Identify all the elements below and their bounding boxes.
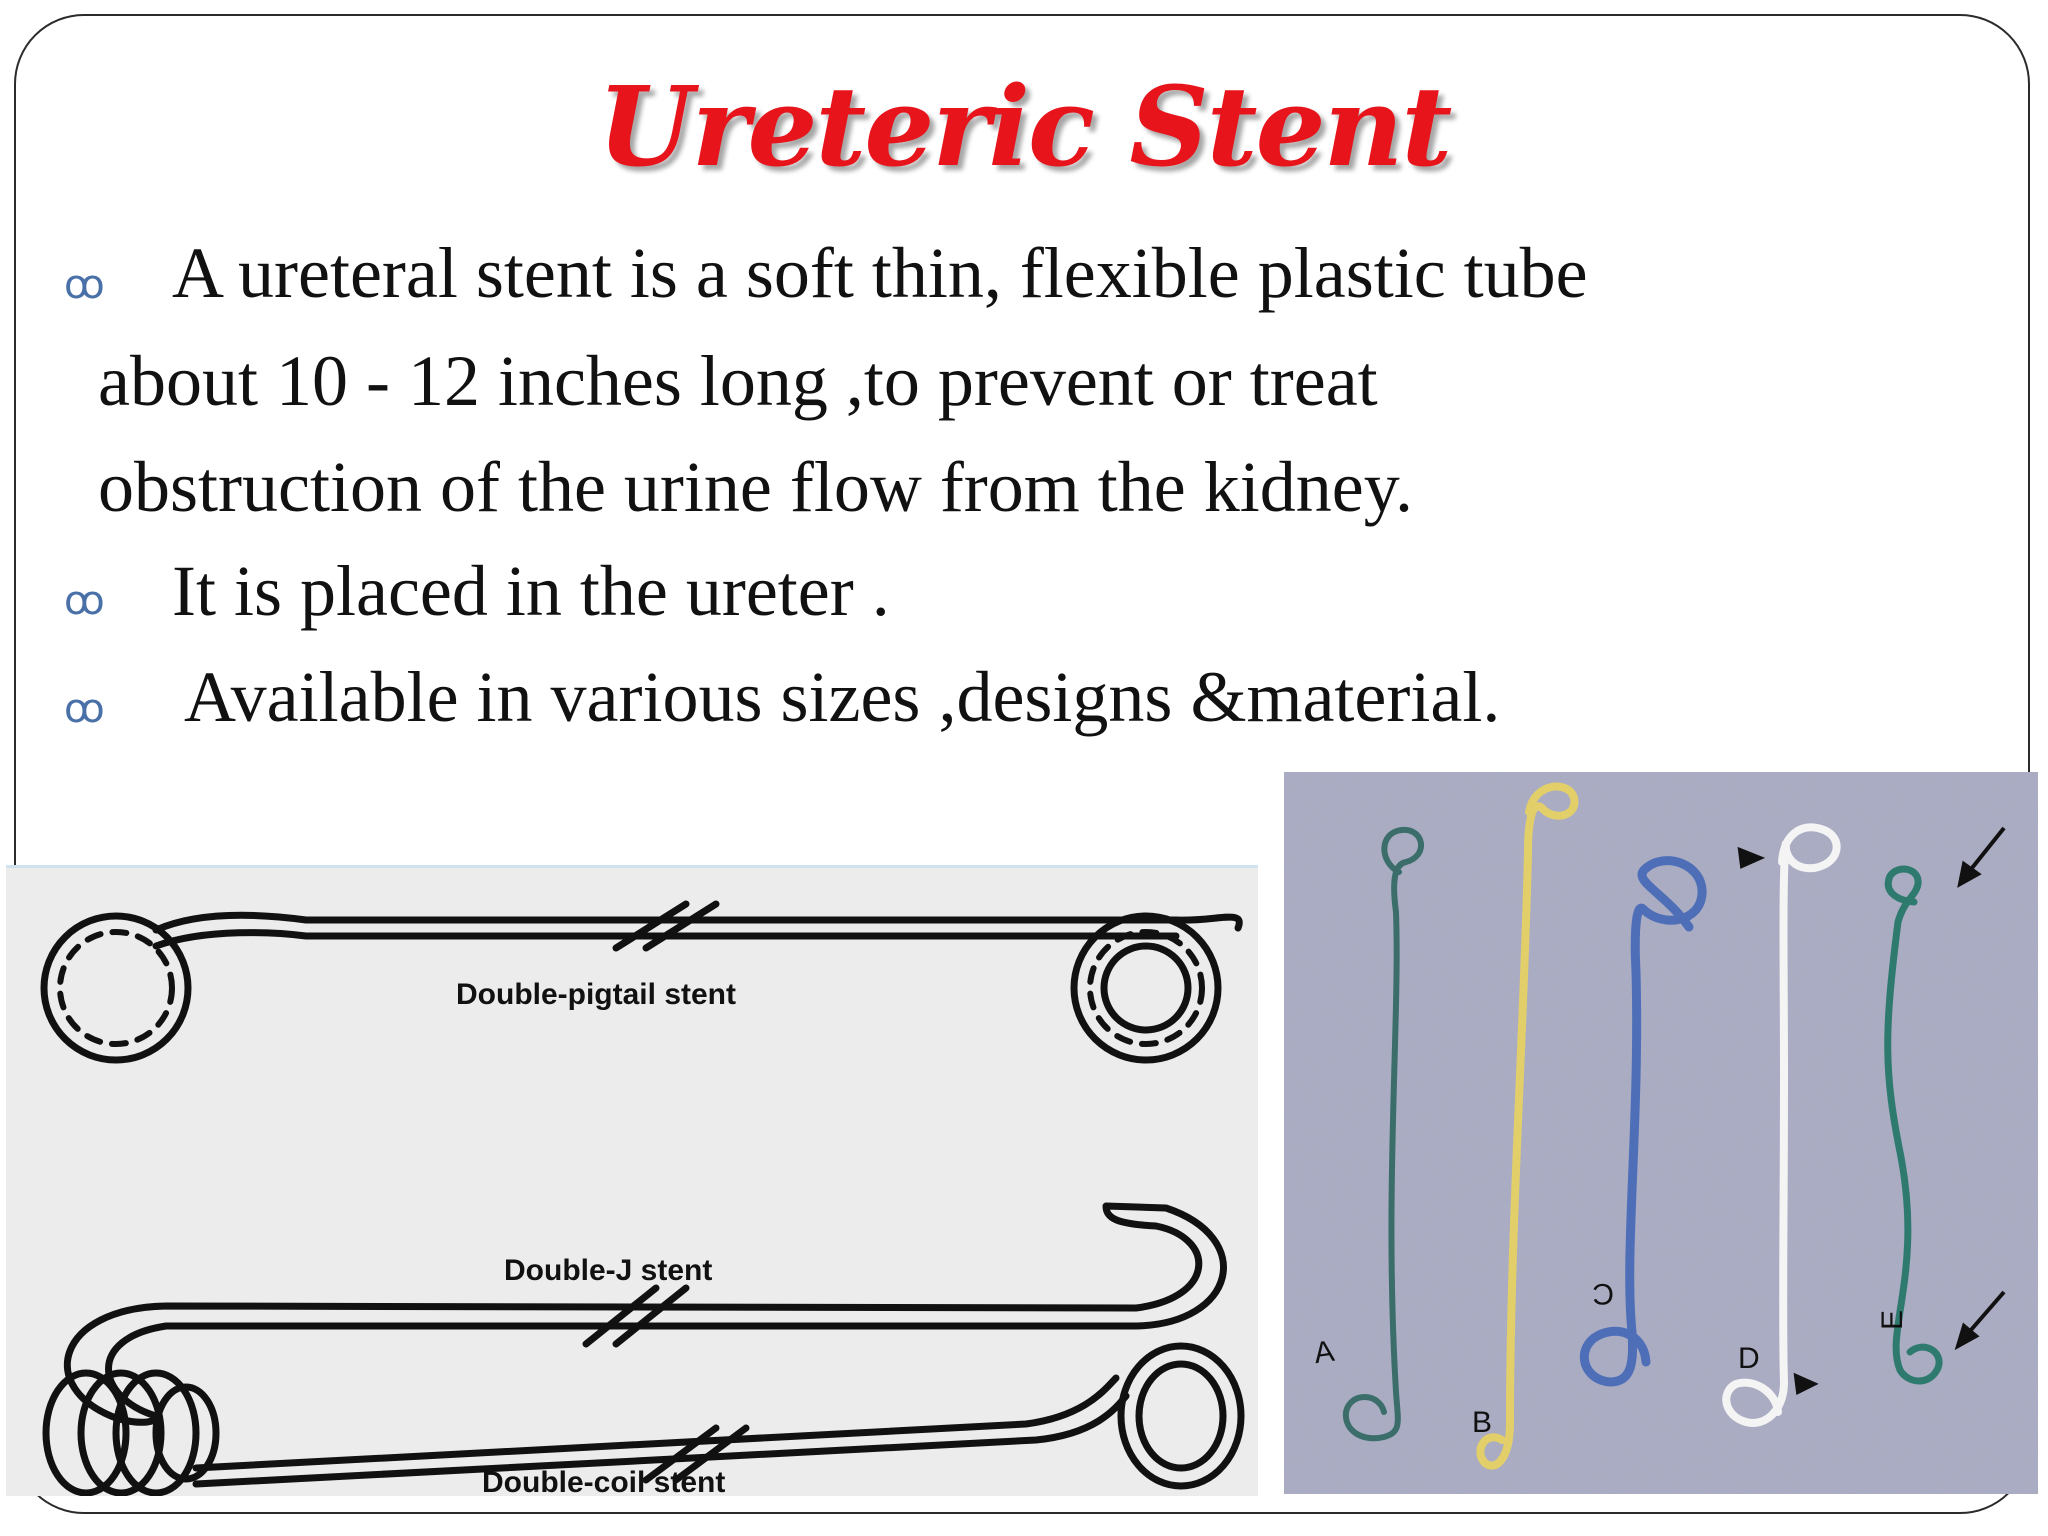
- double-pigtail-stent-drawing: [40, 900, 1243, 1064]
- stent-a: [1342, 826, 1425, 1442]
- double-j-stent-drawing: [63, 1202, 1227, 1426]
- photo-arrows: [1737, 826, 2006, 1396]
- stent-b: [1476, 782, 1579, 1470]
- double-j-label: Double-J stent: [504, 1254, 712, 1287]
- stent-d: [1722, 823, 1841, 1427]
- label-d: D: [1738, 1342, 1760, 1375]
- bullet-1-line-3: obstruction of the urine flow from the k…: [98, 447, 1414, 527]
- slide-title: Ureteric Stent: [597, 62, 1453, 191]
- stent-types-diagram: Double-pigtail stent Double-J stent Doub…: [6, 865, 1258, 1496]
- stent-diagram-svg: Double-pigtail stent Double-J stent Doub…: [40, 900, 1245, 1496]
- stent-e: [1884, 865, 1943, 1385]
- bullet-3-line-1: Available in various sizes ,designs &mat…: [184, 657, 1501, 737]
- bullet-2-line-1: It is placed in the ureter .: [172, 551, 890, 631]
- label-e: E: [1876, 1310, 1909, 1330]
- bullet-1-line-1: A ureteral stent is a soft thin, flexibl…: [172, 233, 1588, 313]
- double-coil-label: Double-coil stent: [482, 1466, 725, 1496]
- label-a: A: [1312, 1335, 1336, 1370]
- stent-photo: A B C D E: [1284, 772, 2038, 1494]
- stent-photo-svg: A B C D E: [1284, 772, 2038, 1494]
- label-b: B: [1472, 1406, 1492, 1439]
- swirl-bullet-icon: ꝏ: [64, 686, 105, 732]
- swirl-bullet-icon: ꝏ: [64, 578, 105, 624]
- label-c: C: [1592, 1277, 1614, 1310]
- swirl-bullet-icon: ꝏ: [64, 262, 105, 308]
- double-pigtail-label: Double-pigtail stent: [456, 978, 736, 1011]
- bullet-1-line-2: about 10 - 12 inches long ,to prevent or…: [98, 341, 1378, 421]
- stent-c: [1579, 856, 1707, 1387]
- double-coil-stent-drawing: [42, 1342, 1245, 1496]
